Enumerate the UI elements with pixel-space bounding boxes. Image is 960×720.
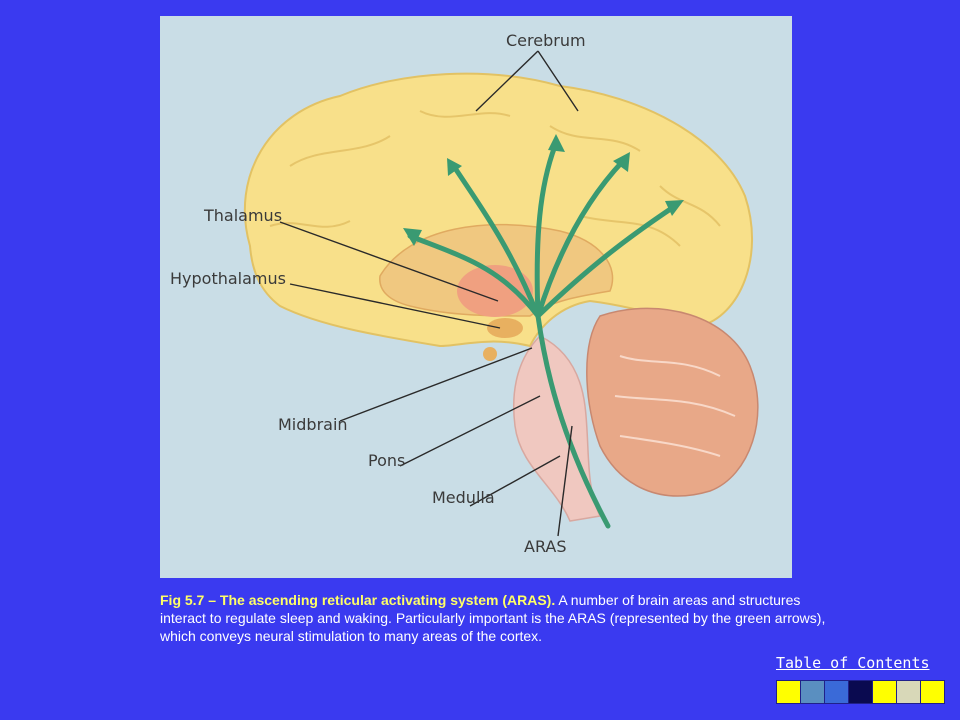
label-thalamus: Thalamus xyxy=(203,206,282,225)
nav-swatch-bar xyxy=(776,680,945,704)
nav-swatch-button[interactable] xyxy=(849,681,873,703)
label-midbrain: Midbrain xyxy=(278,415,348,434)
label-pons: Pons xyxy=(368,451,405,470)
nav-swatch-button[interactable] xyxy=(777,681,801,703)
brain-figure: Cerebrum Thalamus Hypothalamus Midbrain … xyxy=(160,16,792,578)
caption-lead: Fig 5.7 – The ascending reticular activa… xyxy=(160,592,556,608)
label-medulla: Medulla xyxy=(432,488,495,507)
aras-arrows xyxy=(403,134,684,529)
hypothalamus-shape xyxy=(487,318,523,338)
figure-caption: Fig 5.7 – The ascending reticular activa… xyxy=(160,591,828,645)
gyri-texture xyxy=(269,110,721,247)
label-aras: ARAS xyxy=(524,537,567,556)
nav-swatch-button[interactable] xyxy=(873,681,897,703)
table-of-contents-link[interactable]: Table of Contents xyxy=(776,654,930,672)
label-hypothalamus: Hypothalamus xyxy=(170,269,286,288)
label-cerebrum: Cerebrum xyxy=(506,31,586,50)
cerebellum-shape xyxy=(586,307,759,497)
nav-swatch-button[interactable] xyxy=(825,681,849,703)
cerebrum-shape xyxy=(243,72,753,348)
nav-swatch-button[interactable] xyxy=(801,681,825,703)
pituitary-shape xyxy=(483,347,497,361)
cerebellum-folia xyxy=(614,355,736,457)
brain-illustration: Cerebrum Thalamus Hypothalamus Midbrain … xyxy=(170,31,759,556)
leader-lines xyxy=(279,50,579,537)
brainstem-shape xyxy=(512,335,602,522)
caption-body: A number of brain areas and structures i… xyxy=(160,592,826,644)
thalamus-shape xyxy=(457,265,533,317)
aras-stem xyxy=(535,313,611,529)
nav-swatch-button[interactable] xyxy=(921,681,944,703)
nav-swatch-button[interactable] xyxy=(897,681,921,703)
